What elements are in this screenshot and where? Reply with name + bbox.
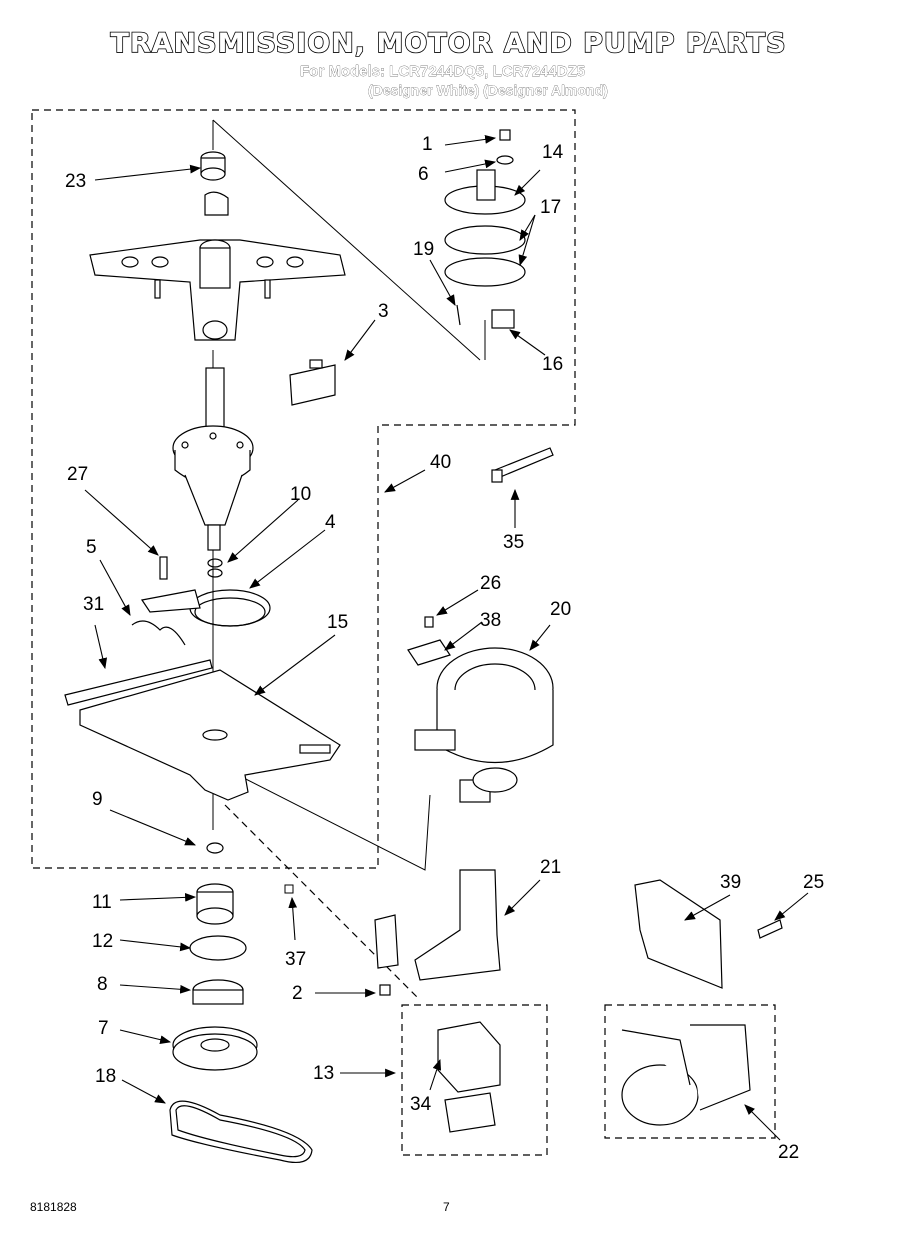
callout-40: 40 — [430, 452, 451, 473]
seal-part-23 — [200, 151, 226, 181]
clip-part-37 — [284, 884, 294, 894]
callout-5: 5 — [86, 537, 97, 558]
callout-8: 8 — [97, 974, 108, 995]
callout-3: 3 — [378, 301, 389, 322]
pulley-stack — [169, 883, 313, 1163]
transmission-group-outline — [31, 109, 576, 869]
motor-leader-dash — [224, 804, 421, 1001]
callout-31: 31 — [83, 594, 104, 615]
callout-26: 26 — [480, 573, 501, 594]
pump-group-outline — [604, 1004, 776, 1139]
callout-numbers: 23 1 6 14 17 19 16 3 27 10 4 5 31 15 9 1… — [65, 134, 824, 1163]
callout-10: 10 — [290, 484, 311, 505]
callout-11: 11 — [92, 892, 112, 913]
bracket-part-3 — [289, 359, 336, 406]
callout-4: 4 — [325, 512, 336, 533]
callout-20: 20 — [550, 599, 571, 620]
callout-14: 14 — [542, 142, 564, 163]
callout-21: 21 — [540, 857, 561, 878]
harness-group-outline — [401, 1004, 548, 1156]
callout-23: 23 — [65, 171, 86, 192]
callout-25: 25 — [803, 872, 824, 893]
callout-leaders — [84, 135, 809, 1141]
callout-1: 1 — [422, 134, 433, 155]
base-plate — [64, 659, 341, 854]
callout-17: 17 — [540, 197, 561, 218]
callout-15: 15 — [327, 612, 348, 633]
brake-clutch-parts — [131, 556, 271, 646]
drive-hub-assembly — [444, 129, 526, 329]
page-title: TRANSMISSION, MOTOR AND PUMP PARTS — [110, 27, 787, 60]
models-line: For Models: LCR7244DQ5, LCR7244DZ5 — [300, 63, 586, 80]
callout-22: 22 — [778, 1142, 799, 1163]
harness-parts — [437, 1021, 501, 1133]
callout-13: 13 — [313, 1063, 334, 1084]
footer-code: 8181828 — [30, 1200, 77, 1214]
callout-37: 37 — [285, 949, 306, 970]
strap-part-35 — [491, 447, 554, 483]
drive-motor — [407, 616, 554, 803]
callout-9: 9 — [92, 789, 103, 810]
hub-spider — [89, 191, 346, 341]
callout-6: 6 — [418, 164, 429, 185]
callout-38: 38 — [480, 610, 501, 631]
page-number: 7 — [443, 1200, 450, 1214]
callout-12: 12 — [92, 931, 113, 952]
pump-shield-part-39 — [634, 879, 783, 989]
callout-34: 34 — [410, 1094, 432, 1115]
callout-19: 19 — [413, 239, 434, 260]
callout-18: 18 — [95, 1066, 116, 1087]
callout-39: 39 — [720, 872, 741, 893]
callout-2: 2 — [292, 983, 303, 1004]
callout-16: 16 — [542, 354, 563, 375]
callout-35: 35 — [503, 532, 524, 553]
callout-7: 7 — [98, 1018, 109, 1039]
callout-27: 27 — [67, 464, 88, 485]
motor-mount-part-21 — [374, 869, 501, 996]
transmission-body — [172, 367, 254, 551]
colors-line: (Designer White) (Designer Almond) — [368, 82, 608, 98]
pump-part-22 — [621, 1024, 751, 1126]
